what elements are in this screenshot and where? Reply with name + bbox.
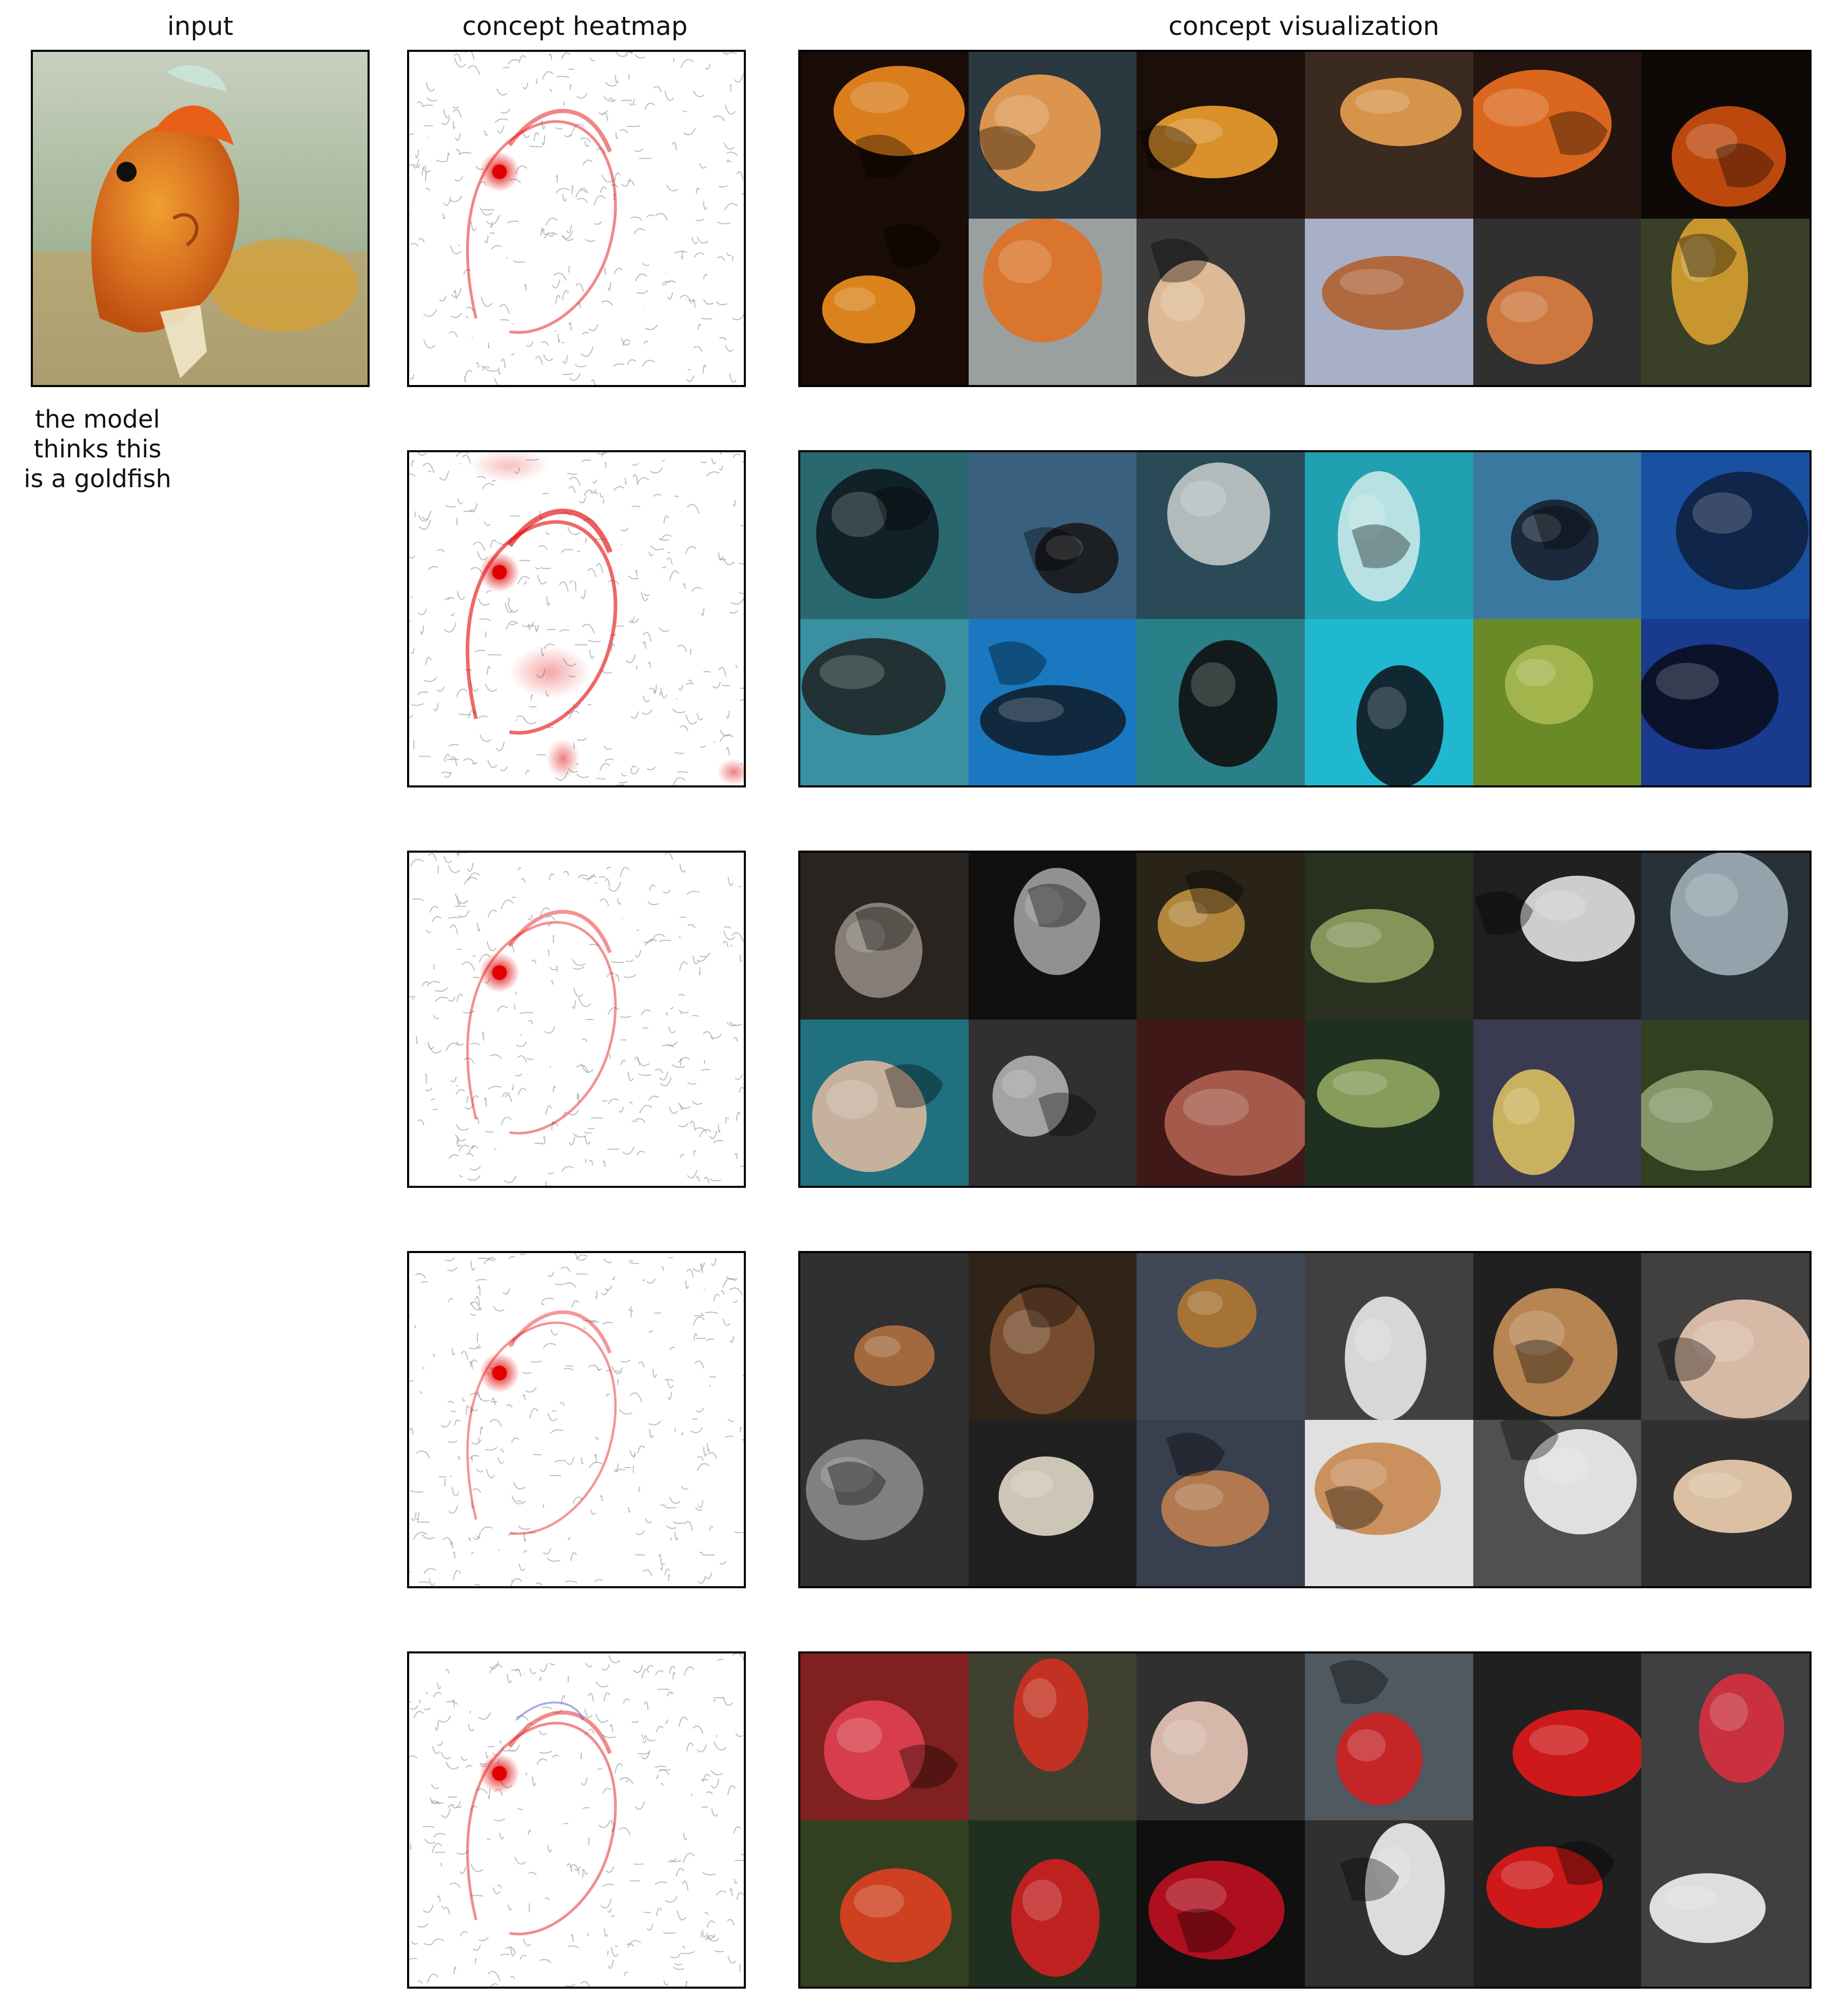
- concept-tile-guinea-pig: [968, 1419, 1137, 1586]
- concept-tile-fire: [1641, 52, 1810, 219]
- heatmap-svg: [409, 1253, 744, 1586]
- concept-tile-raspberries: [800, 1653, 969, 1820]
- fish-outline: [466, 921, 617, 1134]
- concept-tile-hamsters: [1304, 1419, 1473, 1586]
- concept-tile-pufferfish: [1473, 1019, 1642, 1186]
- concept-tile-gas-heater: [1304, 52, 1473, 219]
- fish-outline: [466, 1321, 617, 1535]
- concept-tile-pufferfish: [1304, 1019, 1473, 1186]
- fish-outline: [466, 520, 618, 735]
- concept-tile-wheel-rim: [800, 853, 969, 1019]
- concept-tile-strawberry: [1473, 1653, 1642, 1820]
- concept-tile-goldfish: [1641, 218, 1810, 385]
- prediction-caption: the model thinks this is a goldfish: [24, 405, 171, 493]
- concept-heatmap-2: [407, 450, 746, 787]
- concept-tile-pufferfish: [800, 1019, 969, 1186]
- concept-heatmap-4: [407, 1251, 746, 1588]
- visualization-column-title: concept visualization: [1168, 11, 1439, 41]
- concept-tile-lizard: [1641, 1019, 1810, 1186]
- concept-tile-fireplace: [1137, 52, 1305, 219]
- heatmap-svg: [409, 1653, 744, 1987]
- concept-tile-strawberry: [800, 1820, 969, 1987]
- concept-tile-snorkeler: [800, 619, 969, 785]
- heatmap-column-title: concept heatmap: [462, 11, 688, 41]
- concept-tile-diver: [800, 452, 969, 619]
- concept-tile-camera-lens: [1473, 853, 1642, 1019]
- concept-tile-guinea-pigs: [1137, 1419, 1305, 1586]
- heatmap-svg: [409, 452, 744, 785]
- concept-visualization-3: [798, 851, 1812, 1188]
- concept-tile-reef-fish: [1641, 452, 1810, 619]
- concept-tile-strawberry-cake: [1137, 1653, 1305, 1820]
- concept-heatmap-5: [407, 1651, 746, 1989]
- concept-tile-ambulance: [1304, 1820, 1473, 1987]
- concept-tile-pufferfish: [1304, 853, 1473, 1019]
- concept-visualization-5: [798, 1651, 1812, 1989]
- fish-outline: [466, 1722, 617, 1936]
- concept-visualization-1: [798, 50, 1812, 387]
- concept-tile-whale-shark: [968, 619, 1137, 785]
- concept-tile-oil-filter: [968, 853, 1137, 1019]
- fish-outline: [466, 120, 617, 334]
- concept-tile-cup: [1137, 1019, 1305, 1186]
- concept-tile-strawberry: [1473, 1820, 1642, 1987]
- concept-heatmap-3: [407, 851, 746, 1188]
- concept-tile-stove: [1137, 218, 1305, 385]
- concept-tile-guinea-pigs: [1473, 1419, 1642, 1586]
- concept-tile-robin: [1304, 218, 1473, 385]
- concept-tile-stingray: [968, 452, 1137, 619]
- input-column-title: input: [167, 11, 234, 41]
- concept-heatmap-1: [407, 50, 746, 387]
- concept-tile-diver: [1473, 452, 1642, 619]
- concept-tile-raspberry: [1641, 1653, 1810, 1820]
- concept-tile-flames: [800, 218, 969, 385]
- concept-tile-stove: [1473, 218, 1642, 385]
- concept-visualization-4: [798, 1251, 1812, 1588]
- concept-tile-shark: [1137, 452, 1305, 619]
- concept-tile-flowers: [968, 1820, 1137, 1987]
- heatmap-svg: [409, 853, 744, 1186]
- concept-tile-hamster: [1641, 1419, 1810, 1586]
- concept-tile-guinea-pig: [1473, 1253, 1642, 1420]
- concept-tile-pufferfish: [1137, 853, 1305, 1019]
- concept-tile-guinea-pig: [1137, 1253, 1305, 1420]
- concept-tile-guinea-pig: [800, 1419, 969, 1586]
- goldfish-illustration: [33, 52, 368, 385]
- concept-tile-fireplace: [968, 52, 1137, 219]
- concept-tile-fireplace: [1473, 52, 1642, 219]
- concept-tile-oven: [968, 218, 1137, 385]
- input-image: [31, 50, 370, 387]
- concept-tile-ambulance: [1641, 1820, 1810, 1987]
- concept-tile-pufferfish: [1641, 853, 1810, 1019]
- concept-tile-oil-filter: [968, 1019, 1137, 1186]
- concept-tile-berries-bowl: [968, 1653, 1137, 1820]
- concept-tile-campfire: [800, 52, 969, 219]
- concept-tile-fish-school: [1473, 619, 1642, 785]
- concept-tile-guinea-pig: [800, 1253, 969, 1420]
- concept-tile-guinea-pigs: [968, 1253, 1137, 1420]
- concept-tile-hamster: [1641, 1253, 1810, 1420]
- concept-tile-aquarium: [1137, 619, 1305, 785]
- heatmap-svg: [409, 52, 744, 385]
- concept-tile-guinea-pig: [1304, 1253, 1473, 1420]
- concept-tile-swimmer: [1304, 452, 1473, 619]
- concept-visualization-2: [798, 450, 1812, 787]
- concept-tile-fire-truck: [1304, 1653, 1473, 1820]
- concept-tile-diver: [1641, 619, 1810, 785]
- concept-tile-manta: [1304, 619, 1473, 785]
- concept-tile-pomegranate: [1137, 1820, 1305, 1987]
